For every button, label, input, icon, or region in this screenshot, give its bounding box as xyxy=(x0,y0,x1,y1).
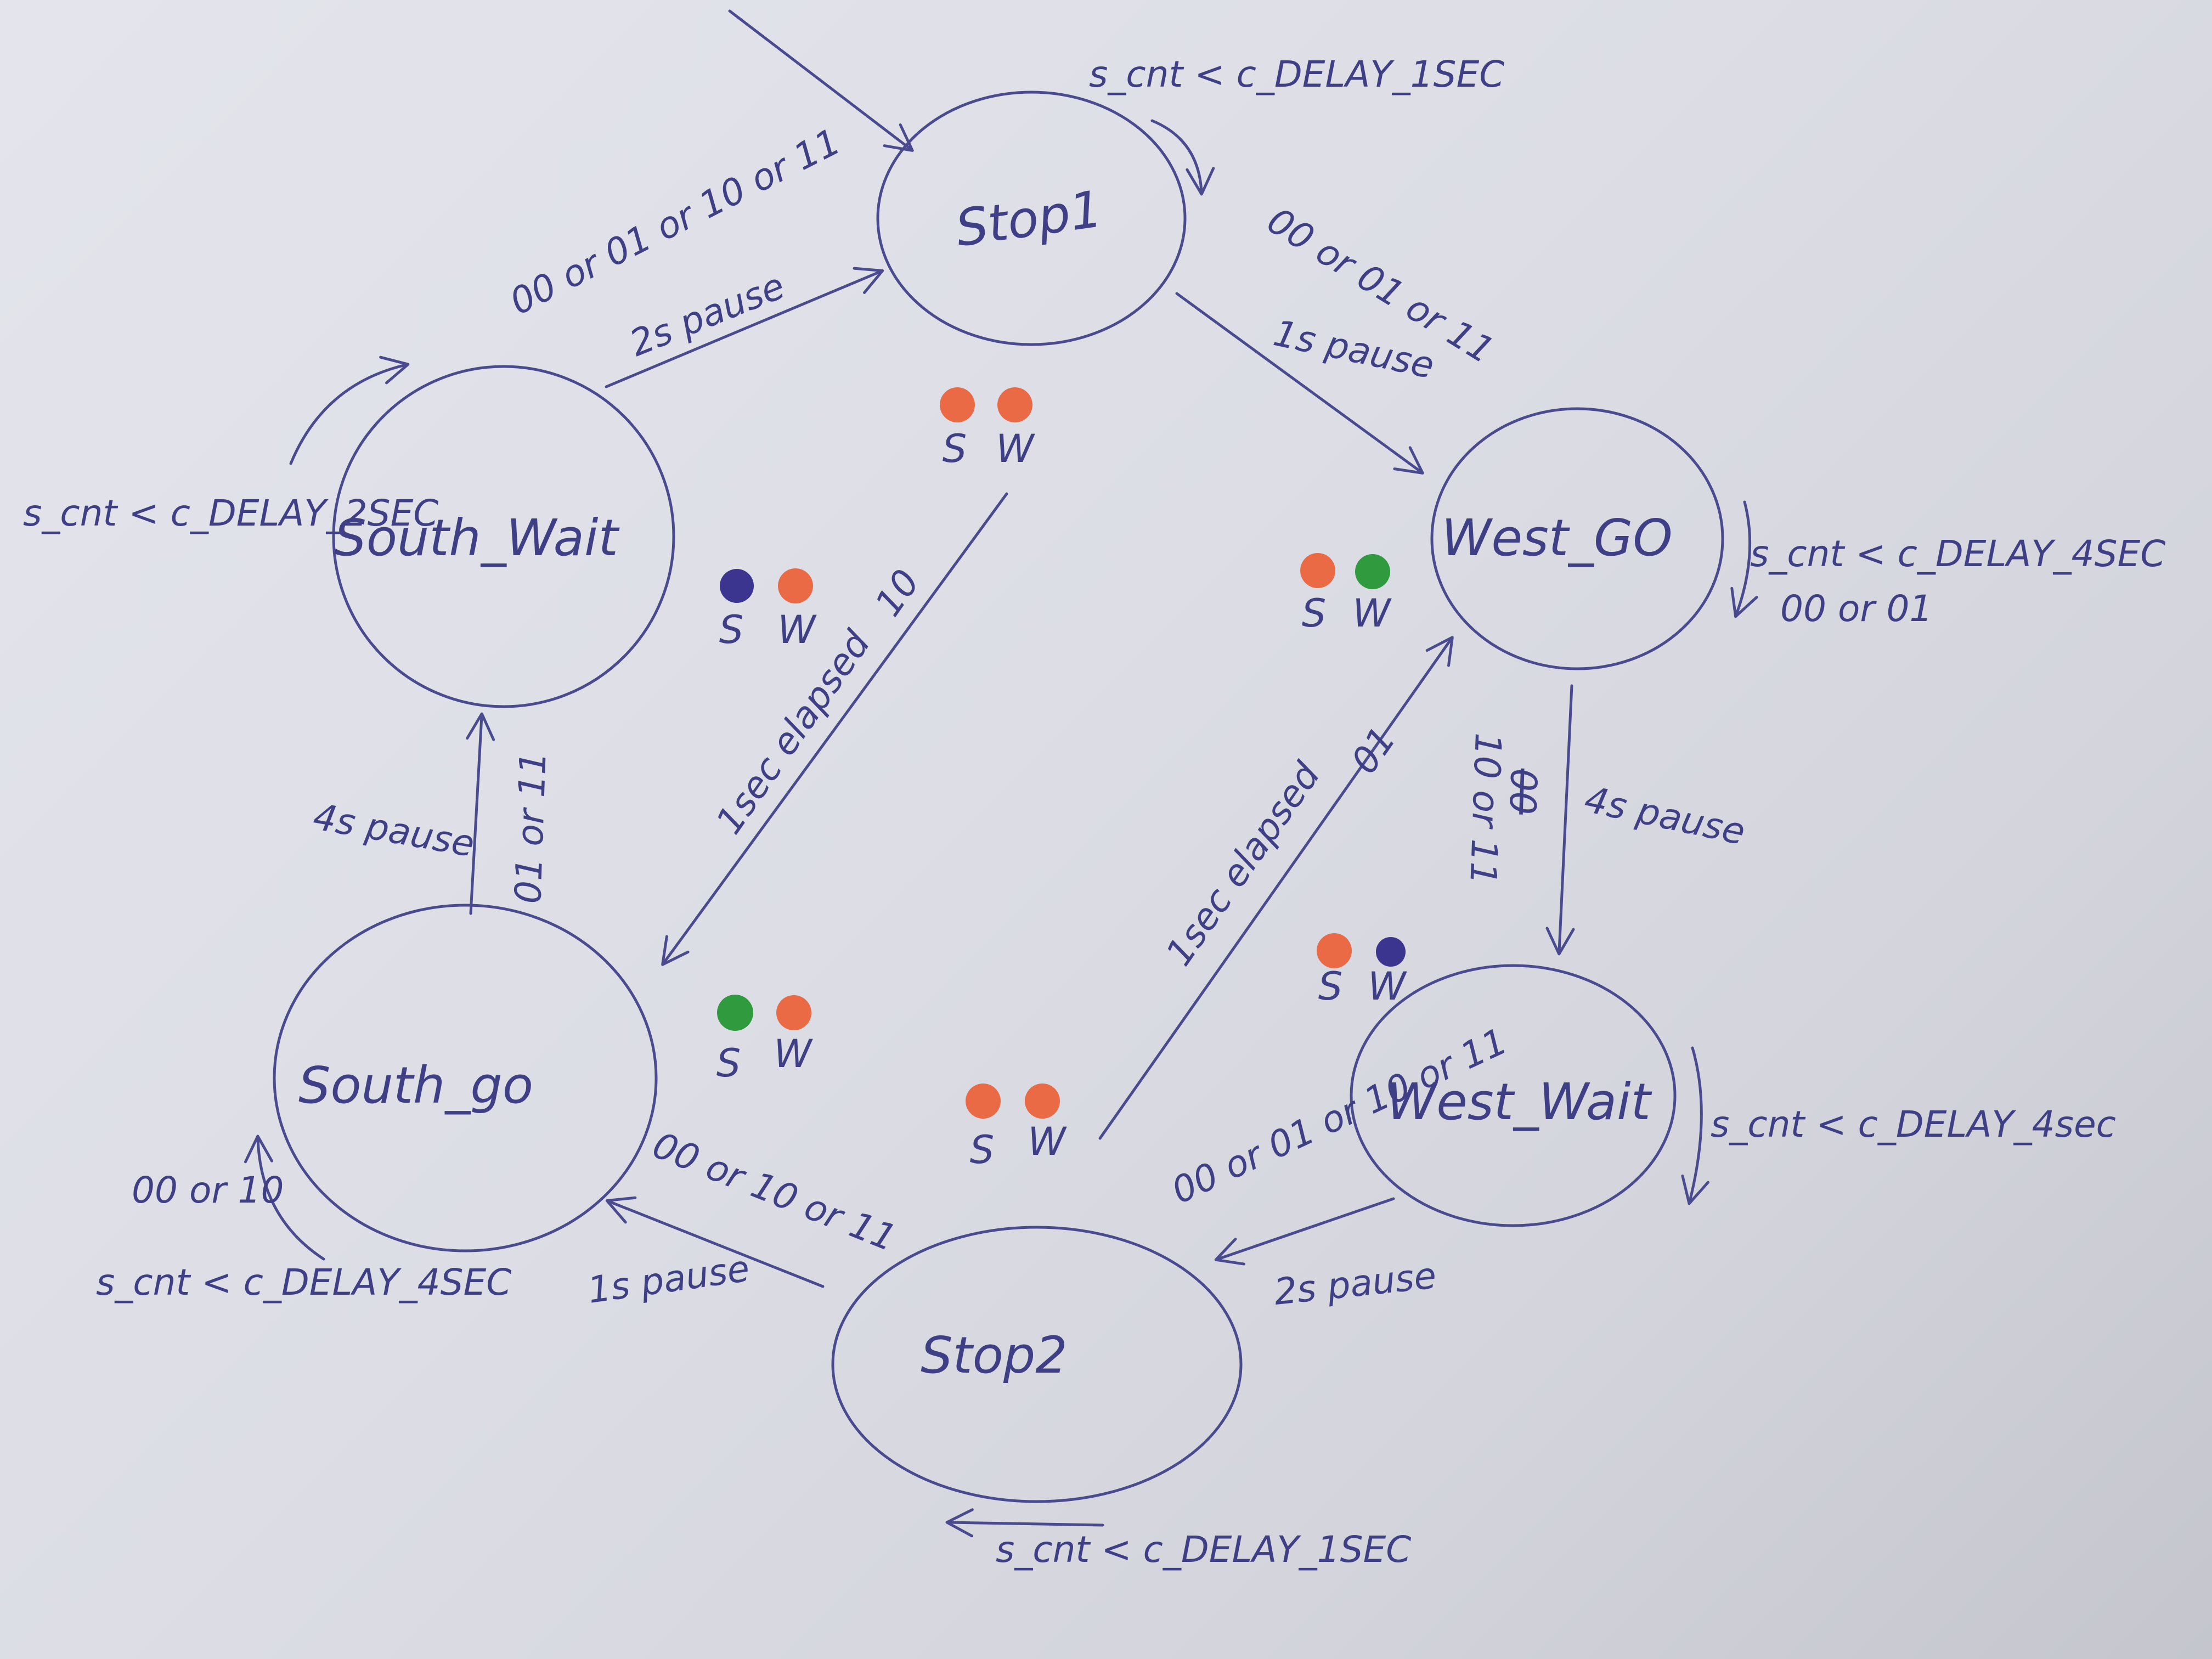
letter-s-west-go: S xyxy=(1302,591,1326,636)
arrow-southgo-self xyxy=(244,1135,325,1261)
letter-w-west-go: W xyxy=(1352,591,1392,636)
light-w-west-go xyxy=(1355,554,1390,589)
lights-stop2: S W xyxy=(966,1084,1067,1172)
arrow-southwait-to-stop1 xyxy=(605,267,884,388)
label-westwait-self: s_cnt < c_DELAY_4sec xyxy=(1711,1103,2116,1146)
letter-w-stop1: W xyxy=(996,426,1035,471)
arrow-westwait-self xyxy=(1681,1046,1709,1205)
state-label-south-wait: South_Wait xyxy=(334,509,619,567)
lights-west-wait: S W xyxy=(1317,933,1407,1009)
state-label-west-go: West_GO xyxy=(1441,509,1672,567)
light-w-stop1 xyxy=(997,387,1032,422)
label-westgo-self: s_cnt < c_DELAY_4SEC xyxy=(1750,533,2165,575)
label-stop1-self: s_cnt < c_DELAY_1SEC xyxy=(1089,53,1504,95)
letter-s-south-go: S xyxy=(716,1041,741,1086)
light-s-west-wait xyxy=(1317,933,1352,968)
label-southwait-to-stop1-pause: 2s pause xyxy=(624,264,791,364)
arrow-southwait-self xyxy=(289,356,410,465)
label-stop2-to-westgo-cond: 01 xyxy=(1343,719,1404,781)
lights-stop1: S W xyxy=(940,387,1035,471)
letter-s-stop2: S xyxy=(970,1127,994,1172)
state-label-south-go: South_go xyxy=(298,1056,533,1115)
letter-w-south-wait: W xyxy=(777,607,817,652)
light-w-stop2 xyxy=(1025,1084,1060,1119)
label-stop1-to-southgo-elapsed: 1sec elapsed xyxy=(708,623,879,842)
label-westgo-to-westwait-cond: 10 or 11 xyxy=(1462,732,1509,885)
state-circle-west-wait xyxy=(1350,964,1677,1227)
label-southgo-self: s_cnt < c_DELAY_4SEC xyxy=(96,1261,511,1304)
state-circle-west-go xyxy=(1430,407,1724,670)
label-stop2-to-westgo-elapsed: 1sec elapsed xyxy=(1158,754,1329,973)
label-southgo-to-southwait-pause: 4s pause xyxy=(310,795,477,865)
letter-s-stop1: S xyxy=(943,426,967,471)
label-stop2-self: s_cnt < c_DELAY_1SEC xyxy=(996,1528,1411,1571)
arrow-stop1-to-southgo xyxy=(661,492,1008,966)
state-label-west-wait: West_Wait xyxy=(1386,1073,1652,1131)
state-label-stop1: Stop1 xyxy=(952,179,1106,258)
lights-south-go: S W xyxy=(716,995,813,1086)
arrow-southgo-to-southwait xyxy=(466,712,495,915)
arrow-westwait-to-stop2 xyxy=(1214,1197,1395,1266)
label-southwait-self: s_cnt < c_DELAY_2SEC xyxy=(23,492,438,534)
label-westgo-to-westwait-pause: 4s pause xyxy=(1581,778,1749,853)
arrow-stop1-self xyxy=(1150,119,1215,196)
state-label-stop2: Stop2 xyxy=(921,1326,1068,1385)
light-s-stop1 xyxy=(940,387,975,422)
lights-south-wait: S W xyxy=(719,568,817,652)
letter-s-south-wait: S xyxy=(719,607,743,652)
initial-arrow xyxy=(728,9,914,152)
light-w-south-wait xyxy=(778,568,813,603)
letter-w-stop2: W xyxy=(1028,1119,1067,1164)
arrow-stop1-to-westgo xyxy=(1175,292,1424,475)
light-s-south-go xyxy=(717,995,753,1031)
lights-west-go: S W xyxy=(1300,553,1392,636)
state-circle-stop1 xyxy=(876,91,1187,346)
arrow-stop2-to-southgo xyxy=(605,1196,825,1288)
letter-s-west-wait: S xyxy=(1318,964,1342,1009)
label-westwait-to-stop2-pause: 2s pause xyxy=(1272,1254,1438,1313)
label-stop2-to-southgo-pause: 1s pause xyxy=(585,1247,752,1312)
label-southwait-to-stop1-cond: 00 or 01 or 10 or 11 xyxy=(503,120,847,323)
light-s-west-go xyxy=(1300,553,1335,588)
light-w-south-go xyxy=(776,995,811,1030)
light-w-west-wait xyxy=(1376,937,1406,967)
letter-w-south-go: W xyxy=(774,1031,813,1076)
state-circle-south-wait xyxy=(332,365,675,708)
arrow-stop2-to-westgo xyxy=(1098,636,1454,1140)
letter-w-west-wait: W xyxy=(1368,964,1407,1009)
label-stop2-to-southgo-cond: 00 or 10 or 11 xyxy=(647,1124,902,1260)
light-s-stop2 xyxy=(966,1084,1001,1119)
light-s-south-wait xyxy=(720,569,754,603)
arrow-stop2-self xyxy=(945,1508,1104,1538)
label-southgo-to-southwait-cond: 01 or 11 xyxy=(507,751,555,905)
state-circle-south-go xyxy=(273,904,658,1252)
state-circle-stop2 xyxy=(831,1226,1243,1503)
arrow-westgo-self xyxy=(1730,500,1758,618)
label-westgo-self-cond: 00 or 01 xyxy=(1780,588,1932,630)
label-southgo-self-cond: 00 or 10 xyxy=(132,1169,284,1211)
label-westgo-to-westwait-struck: 00 xyxy=(1501,768,1545,815)
arrow-westgo-to-westwait xyxy=(1545,684,1575,956)
